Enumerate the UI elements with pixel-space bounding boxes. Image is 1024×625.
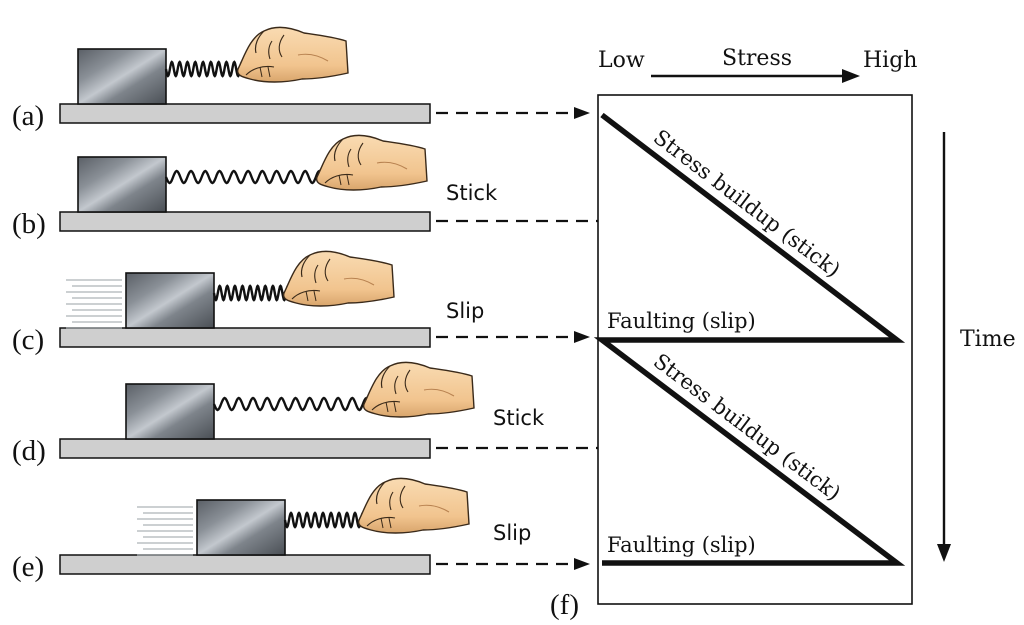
sliding-block <box>77 156 167 213</box>
sliding-block <box>125 272 215 329</box>
phase-label: Slip <box>446 299 484 323</box>
time-axis-arrowhead <box>937 544 951 562</box>
faulting-label-1: Faulting (slip) <box>607 309 756 333</box>
connector-arrowhead <box>574 107 590 119</box>
stress-high-label: High <box>863 48 917 73</box>
stress-curve <box>593 112 906 566</box>
base-plate <box>59 554 431 575</box>
stage-row-a: (a) <box>12 26 431 132</box>
base-plate <box>59 211 431 232</box>
spring <box>164 169 325 185</box>
graph-frame <box>597 94 913 605</box>
pulling-hand-icon <box>236 26 349 83</box>
motion-lines <box>66 279 122 329</box>
connector-arrowhead <box>574 331 590 343</box>
stress-axis-title: Stress <box>722 46 792 71</box>
stage-row-c: (c) Slip <box>12 250 484 356</box>
base-plate <box>59 438 431 459</box>
stage-row-d: (d) Stick <box>12 361 545 467</box>
pulling-hand-icon <box>362 361 475 418</box>
stage-row-e: (e) Slip <box>12 477 531 583</box>
connector-arrowhead <box>574 558 590 570</box>
stage-label: (c) <box>12 324 44 356</box>
stress-time-graph: Low Stress High Time Stress buildup (sti… <box>550 46 1016 621</box>
stage-row-b: (b) Stick <box>12 134 498 240</box>
faulting-label-2: Faulting (slip) <box>607 533 756 557</box>
phase-label: Slip <box>493 521 531 545</box>
sliding-block <box>77 48 167 105</box>
sliding-block <box>125 383 215 440</box>
spring <box>164 60 246 78</box>
stage-label: (a) <box>12 100 44 132</box>
sliding-block <box>196 499 286 556</box>
stage-label: (b) <box>12 208 46 240</box>
spring <box>212 284 292 302</box>
stress-axis-arrowhead <box>842 69 860 83</box>
phase-label: Stick <box>493 406 545 430</box>
phase-label: Stick <box>446 181 498 205</box>
motion-lines <box>137 506 193 556</box>
pulling-hand-icon <box>282 250 395 307</box>
spring <box>283 511 367 529</box>
base-plate <box>59 327 431 348</box>
time-axis-label: Time <box>960 327 1016 352</box>
stage-label: (e) <box>12 551 44 583</box>
stress-low-label: Low <box>598 48 645 73</box>
stage-label: (d) <box>12 435 46 467</box>
graph-label: (f) <box>550 589 579 621</box>
spring <box>212 396 372 412</box>
base-plate <box>59 103 431 124</box>
pulling-hand-icon <box>357 477 470 534</box>
pulling-hand-icon <box>315 134 428 191</box>
